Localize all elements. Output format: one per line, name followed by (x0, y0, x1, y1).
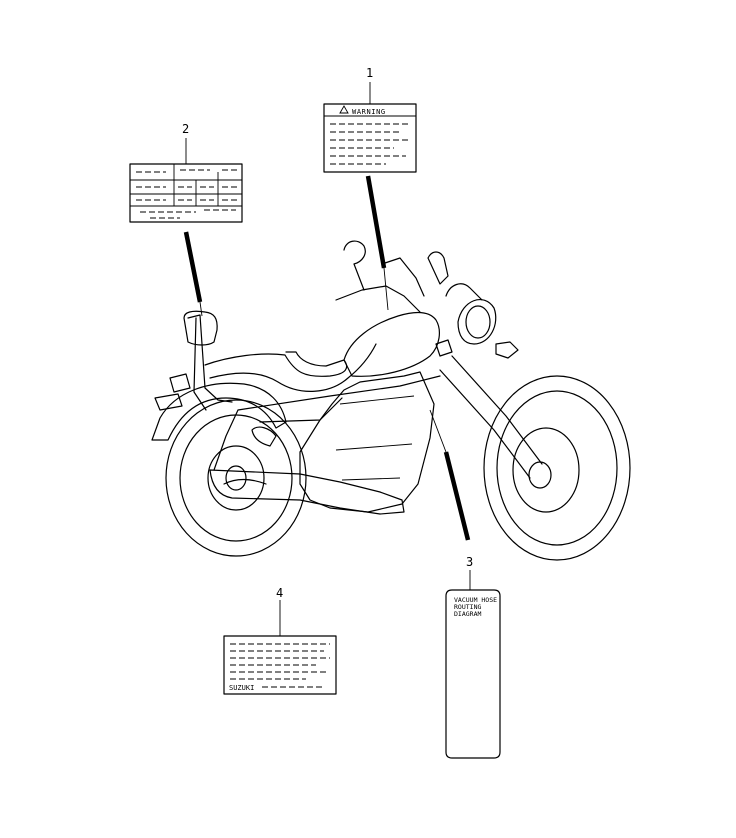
mirror (343, 240, 366, 291)
vacuum-hose-label: VACUUM HOSE ROUTING DIAGRAM (445, 589, 501, 759)
warning-title: WARNING (352, 108, 386, 116)
front-wheel (483, 375, 631, 561)
suzuki-label: SUZUKI (223, 635, 337, 695)
vacuum-hose-line-3: DIAGRAM (454, 610, 481, 618)
exhaust (209, 469, 405, 515)
side-cover (251, 426, 277, 447)
brand-name: SUZUKI (229, 684, 254, 692)
callout-number-4: 4 (276, 586, 283, 600)
handlebar (335, 257, 425, 313)
rear-wheel (165, 399, 307, 557)
sissy-bar-pad (183, 310, 218, 346)
frame (213, 375, 441, 471)
vacuum-hose-line-1: VACUUM HOSE (454, 596, 497, 604)
turn-signal (495, 341, 519, 359)
callout-numbers: 1 2 3 4 (182, 66, 473, 600)
rear-fender (151, 382, 287, 441)
callout-number-3: 3 (466, 555, 473, 569)
callout-number-2: 2 (182, 122, 189, 136)
vacuum-hose-line-2: ROUTING (454, 603, 481, 611)
callout-number-1: 1 (366, 66, 373, 80)
info-table-label (129, 163, 243, 223)
warning-triangle-icon (339, 105, 349, 114)
front-fork (439, 355, 543, 479)
motorcycle-illustration (151, 240, 631, 561)
engine (299, 371, 435, 513)
taillight (154, 393, 183, 411)
sissy-bar (187, 314, 233, 411)
headlight (457, 299, 497, 345)
fuel-tank (343, 311, 440, 377)
leader-lines (183, 82, 471, 636)
seat (204, 351, 348, 377)
warning-label: WARNING (323, 103, 417, 173)
